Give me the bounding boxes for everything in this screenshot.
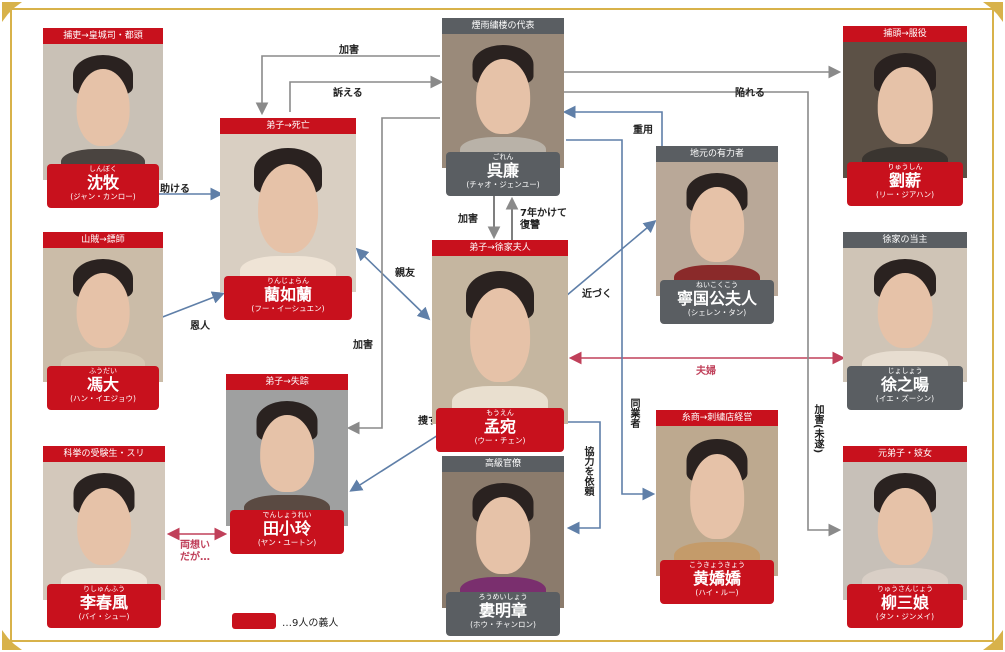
character-card-ning-guogong: 地元の有力者 ねいこくこう 寧国公夫人 (シェレン・タン): [656, 146, 778, 324]
portrait-photo: [656, 156, 778, 296]
ornate-frame: [10, 8, 994, 642]
arrow-wu-harms-liusan: [562, 91, 842, 537]
rel-label-kagai-top: 加害: [339, 45, 359, 56]
character-card-shen-mu: 捕吏→皇城司・都頭 しんぼく 沈牧 (ジャン・カンロー): [43, 28, 163, 208]
character-card-meng-wan: 弟子→徐家夫人 もうえん 孟宛 (ウー・チェン): [432, 240, 568, 452]
character-card-tian-xiaoling: 弟子→失踪 でんしょうれい 田小玲 (ヤン・ユートン): [226, 374, 348, 554]
arrow-ning-favors-wu: [562, 105, 663, 148]
name-label: りゅうさんじょう 柳三娘 (タン・ジンメイ): [847, 584, 963, 628]
rel-label-ryoomoi: 両想い だが…: [180, 540, 210, 563]
name-label: りんじょらん 藺如蘭 (フー・イーシュエン): [224, 276, 352, 320]
rel-label-uttaeru: 訴える: [333, 88, 363, 99]
rel-label-sagasu: 捜す: [418, 416, 438, 427]
role-banner: 弟子→死亡: [220, 118, 356, 134]
portrait-photo: [432, 250, 568, 424]
rel-label-fukushu: 7年かけて 復讐: [520, 208, 567, 231]
corner-ornament-bottom-left: [0, 628, 24, 652]
portrait-photo: [43, 456, 165, 600]
portrait-photo: [43, 242, 163, 382]
arrow-meng-searches-tian: [349, 429, 447, 492]
arrow-meng-asks-lou: [538, 421, 601, 535]
rel-label-kagai-mid: 加害: [458, 214, 478, 225]
corner-ornament-bottom-right: [981, 628, 1005, 652]
role-banner: 弟子→徐家夫人: [432, 240, 568, 256]
portrait-photo: [43, 38, 163, 180]
portrait-photo: [220, 128, 356, 292]
portrait-photo: [843, 456, 967, 600]
role-banner: 山賊→鏢師: [43, 232, 163, 248]
arrow-lan-meng-friends: [355, 247, 431, 321]
rel-label-fufu: 夫婦: [696, 366, 716, 377]
arrow-feng-saves-lan: [159, 291, 225, 319]
name-label: ろうめいしょう 婁明章 (ホウ・チャンロン): [446, 592, 560, 636]
role-banner: 徐家の当主: [843, 232, 967, 248]
portrait-photo: [226, 384, 348, 526]
arrow-meng-approaches-ning: [565, 219, 657, 297]
role-banner: 捕頭→服役: [843, 26, 967, 42]
legend-swatch-red: [232, 613, 276, 629]
character-card-li-chunfeng: 科挙の受験生・スリ りしゅんふう 李春風 (バイ・シュー): [43, 446, 165, 628]
arrow-wu-huang-peers: [566, 139, 656, 501]
rel-label-shinyu: 親友: [395, 268, 415, 279]
role-banner: 糸商→刺繍店経営: [656, 410, 778, 426]
character-card-huang-jiaojiao: 糸商→刺繍店経営 こうきょうきょう 黄嬌嬌 (ハイ・ルー): [656, 410, 778, 604]
name-label: ふうだい 馮大 (ハン・イエジョウ): [47, 366, 159, 410]
name-label: こうきょうきょう 黄嬌嬌 (ハイ・ルー): [660, 560, 774, 604]
character-card-wu-lian: 煙雨繍楼の代表 ごれん 呉廉 (チャオ・ジェンユー): [442, 18, 564, 196]
character-card-xu-zhiyang: 徐家の当主 じょしょう 徐之暘 (イエ・ズーシン): [843, 232, 967, 410]
name-label: じょしょう 徐之暘 (イエ・ズーシン): [847, 366, 963, 410]
portrait-photo: [843, 242, 967, 382]
rel-label-kyoryoku: 協力を依頼: [582, 446, 593, 496]
arrow-lan-accuses-wu: [289, 75, 444, 112]
character-card-lin-rulan: 弟子→死亡 りんじょらん 藺如蘭 (フー・イーシュエン): [220, 118, 356, 320]
rel-label-onjin: 恩人: [190, 321, 210, 332]
character-card-liu-xin: 捕頭→服役 りゅうしん 劉薪 (リー・ジアハン): [843, 26, 967, 206]
rel-label-kagai-left: 加害: [353, 340, 373, 351]
corner-ornament-top-left: [0, 0, 24, 24]
rel-label-kagai-misui: 加害(未遂): [812, 404, 823, 454]
role-banner: 科挙の受験生・スリ: [43, 446, 165, 462]
role-banner: 地元の有力者: [656, 146, 778, 162]
name-label: でんしょうれい 田小玲 (ヤン・ユートン): [230, 510, 344, 554]
rel-label-dogyosha: 同業者: [628, 398, 639, 428]
rel-label-otoshireru: 陥れる: [735, 88, 765, 99]
name-label: ごれん 呉廉 (チャオ・ジェンユー): [446, 152, 560, 196]
role-banner: 元弟子・妓女: [843, 446, 967, 462]
rel-label-tasukeru: 助ける: [160, 184, 190, 195]
role-banner: 弟子→失踪: [226, 374, 348, 390]
character-card-feng-da: 山賊→鏢師 ふうだい 馮大 (ハン・イエジョウ): [43, 232, 163, 410]
arrow-wu-harms-tian: [346, 117, 440, 435]
portrait-photo: [843, 36, 967, 178]
legend-text: …9人の義人: [282, 618, 339, 629]
character-card-lou-mingzhang: 高級官僚 ろうめいしょう 婁明章 (ホウ・チャンロン): [442, 456, 564, 636]
name-label: ねいこくこう 寧国公夫人 (シェレン・タン): [660, 280, 774, 324]
role-banner: 捕吏→皇城司・都頭: [43, 28, 163, 44]
portrait-photo: [656, 420, 778, 576]
name-label: りしゅんふう 李春風 (バイ・シュー): [47, 584, 161, 628]
role-banner: 煙雨繍楼の代表: [442, 18, 564, 34]
arrow-wu-harms-lan: [255, 55, 440, 116]
role-banner: 高級官僚: [442, 456, 564, 472]
name-label: しんぼく 沈牧 (ジャン・カンロー): [47, 164, 159, 208]
character-card-liu-sanniang: 元弟子・妓女 りゅうさんじょう 柳三娘 (タン・ジンメイ): [843, 446, 967, 628]
rel-label-chikazuku: 近づく: [582, 289, 612, 300]
name-label: りゅうしん 劉薪 (リー・ジアハン): [847, 162, 963, 206]
corner-ornament-top-right: [981, 0, 1005, 24]
portrait-photo: [442, 28, 564, 168]
portrait-photo: [442, 466, 564, 608]
rel-label-choyo: 重用: [633, 125, 653, 136]
name-label: もうえん 孟宛 (ウー・チェン): [436, 408, 564, 452]
